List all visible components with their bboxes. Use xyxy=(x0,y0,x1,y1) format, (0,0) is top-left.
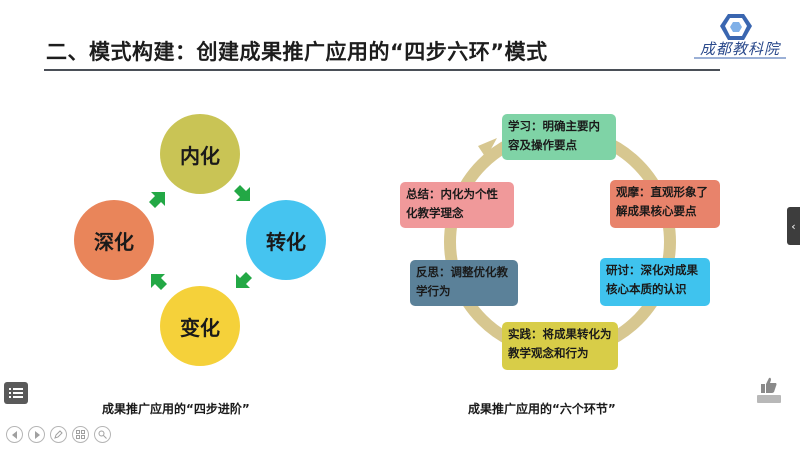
arrow-up-left-icon xyxy=(151,274,167,290)
zoom-button[interactable] xyxy=(94,426,111,443)
sidebar-toggle-button[interactable]: ‹ xyxy=(787,207,800,245)
zoom-icon xyxy=(98,430,107,439)
pen-button[interactable] xyxy=(50,426,67,443)
six-links-caption: 成果推广应用的“六个环节” xyxy=(468,402,616,416)
institute-logo xyxy=(688,10,792,74)
four-steps-caption: 成果推广应用的“四步进阶” xyxy=(102,402,250,416)
cycle-arrowhead-icon xyxy=(478,138,497,158)
logo-emblem-icon xyxy=(720,14,752,40)
link-discuss: 研讨：深化对成果核心本质的认识 xyxy=(600,258,710,306)
logo-subtitle-line xyxy=(694,57,786,59)
like-button[interactable] xyxy=(760,376,778,394)
link-study: 学习：明确主要内容及操作要点 xyxy=(502,114,616,160)
step-zhuanhua: 转化 xyxy=(246,200,326,280)
thumbs-up-icon xyxy=(761,377,777,393)
link-practice: 实践：将成果转化为教学观念和行为 xyxy=(502,322,618,370)
slide-title: 二、模式构建：创建成果推广应用的“四步六环”模式 xyxy=(46,40,548,64)
arrow-down-right-icon xyxy=(234,185,250,201)
link-summarize: 总结：内化为个性化教学理念 xyxy=(400,182,514,228)
previous-icon xyxy=(11,430,17,439)
like-count-badge xyxy=(757,395,781,403)
next-button[interactable] xyxy=(28,426,45,443)
arrow-up-right-icon xyxy=(149,192,165,208)
next-icon xyxy=(34,430,40,439)
grid-view-button[interactable] xyxy=(72,426,89,443)
grid-icon xyxy=(76,430,85,439)
step-shenhua: 深化 xyxy=(74,200,154,280)
link-reflect: 反思：调整优化教学行为 xyxy=(410,260,518,306)
link-observe: 观摩：直观形象了解成果核心要点 xyxy=(610,180,720,228)
pen-icon xyxy=(54,430,63,439)
step-neihua: 内化 xyxy=(160,114,240,194)
menu-button[interactable] xyxy=(4,382,28,404)
logo-wordmark: 成都教科院 xyxy=(699,40,780,58)
previous-button[interactable] xyxy=(6,426,23,443)
list-menu-icon xyxy=(9,388,23,398)
arrow-down-left-icon xyxy=(236,272,252,288)
step-bianhua: 变化 xyxy=(160,286,240,366)
title-underline xyxy=(44,69,720,71)
